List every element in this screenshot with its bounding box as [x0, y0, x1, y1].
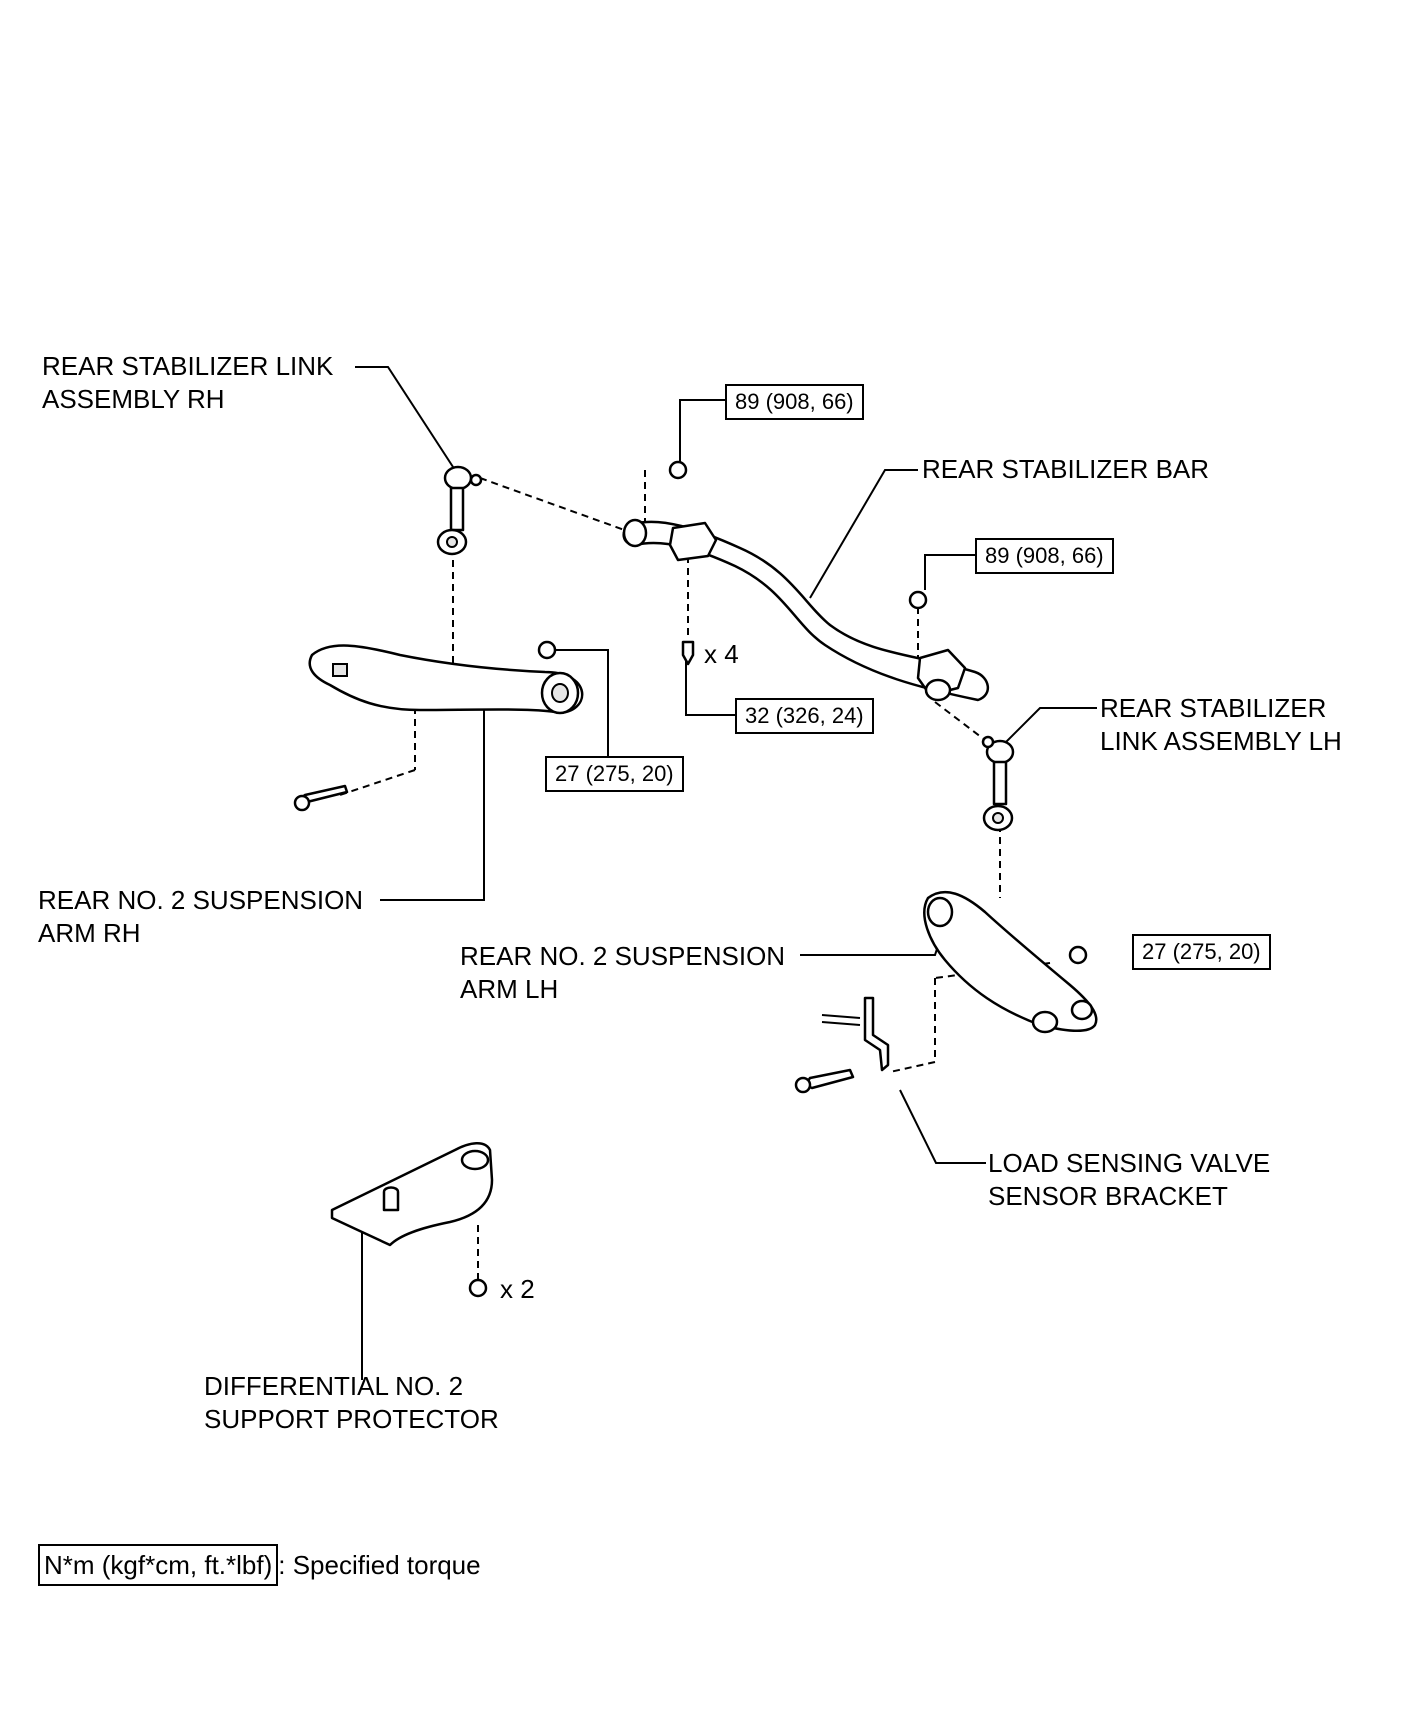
label-line: SENSOR BRACKET	[988, 1181, 1228, 1211]
label-stabilizer-bar: REAR STABILIZER BAR	[922, 453, 1209, 486]
label-line: REAR STABILIZER BAR	[922, 454, 1210, 484]
label-load-sensing-bracket: LOAD SENSING VALVE SENSOR BRACKET	[988, 1147, 1270, 1213]
label-stabilizer-link-lh: REAR STABILIZER LINK ASSEMBLY LH	[1100, 692, 1342, 758]
label-line: ASSEMBLY RH	[42, 384, 225, 414]
label-suspension-arm-rh: REAR NO. 2 SUSPENSION ARM RH	[38, 884, 363, 950]
leader-lines	[355, 366, 1097, 1380]
suspension-arm-lh-part	[923, 890, 1098, 1034]
torque-box-bracket-bolt: 32 (326, 24)	[735, 698, 874, 734]
torque-box-link-rh: 89 (908, 66)	[725, 384, 864, 420]
label-line: REAR NO. 2 SUSPENSION	[460, 941, 786, 971]
nuts	[537, 460, 1088, 965]
label-suspension-arm-lh: REAR NO. 2 SUSPENSION ARM LH	[460, 940, 785, 1006]
qty-bracket-bolts: x 4	[704, 639, 739, 669]
label-line: REAR STABILIZER LINK	[42, 351, 334, 381]
differential-protector-part	[330, 1142, 494, 1298]
label-line: LINK ASSEMBLY LH	[1100, 726, 1342, 756]
label-line: ARM RH	[38, 918, 141, 948]
qty-protector-nuts: x 2	[500, 1274, 535, 1304]
load-sensing-bracket-part	[794, 996, 890, 1094]
torque-box-arm-rh: 27 (275, 20)	[545, 756, 684, 792]
legend-box: N*m (kgf*cm, ft.*lbf)	[38, 1544, 279, 1586]
label-line: SUPPORT PROTECTOR	[204, 1404, 499, 1434]
torque-box-link-lh: 89 (908, 66)	[975, 538, 1114, 574]
legend: N*m (kgf*cm, ft.*lbf): Specified torque	[38, 1544, 481, 1586]
stabilizer-link-rh-part	[436, 465, 483, 556]
label-line: REAR STABILIZER	[1100, 693, 1327, 723]
label-line: LOAD SENSING VALVE	[988, 1148, 1271, 1178]
label-differential-protector: DIFFERENTIAL NO. 2 SUPPORT PROTECTOR	[204, 1370, 499, 1436]
label-stabilizer-link-rh: REAR STABILIZER LINK ASSEMBLY RH	[42, 350, 333, 416]
bracket-bolt-part	[681, 640, 695, 666]
legend-text: : Specified torque	[278, 1550, 481, 1580]
stabilizer-link-lh-part	[981, 735, 1015, 832]
stabilizer-bar-part	[622, 518, 989, 702]
label-line: ARM LH	[460, 974, 559, 1004]
suspension-arm-rh-part	[293, 644, 584, 812]
assembly-guides	[339, 470, 1051, 1280]
label-line: REAR NO. 2 SUSPENSION	[38, 885, 364, 915]
label-line: DIFFERENTIAL NO. 2	[204, 1371, 464, 1401]
torque-box-arm-lh: 27 (275, 20)	[1132, 934, 1271, 970]
